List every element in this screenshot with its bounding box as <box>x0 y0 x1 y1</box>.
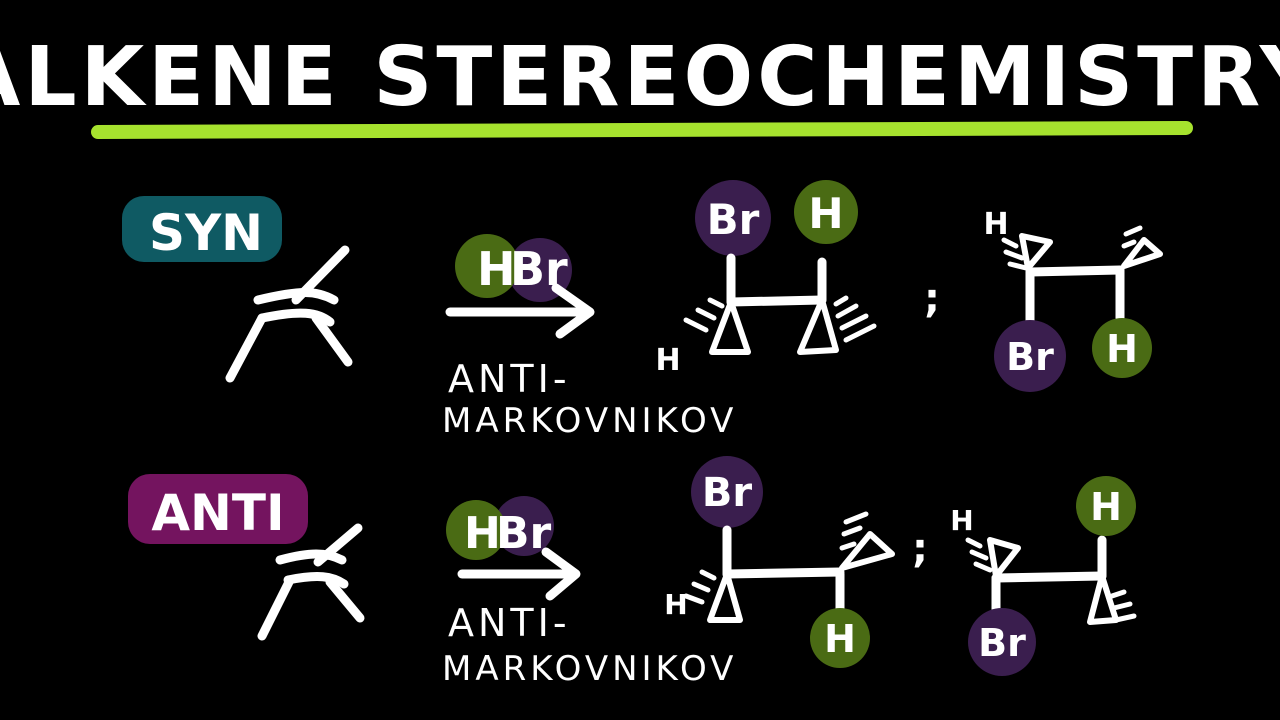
h-text: H <box>1106 327 1138 371</box>
condition-line2: MARKOVNIKOV <box>442 401 737 441</box>
syn-badge <box>122 196 282 262</box>
hash-wedge-top-right <box>1121 225 1143 249</box>
syn-label: SYN <box>149 204 263 262</box>
br-text: Br <box>1006 335 1054 379</box>
row-anti: ANTI H Br ANTI- MARKOVNIKOV Br <box>128 456 1137 689</box>
br-circle <box>695 180 771 256</box>
reagent-h-text: H <box>477 242 516 296</box>
row-syn: SYN H Br ANTI- MARKOVNIKOV Br <box>122 180 1163 441</box>
separator: ; <box>912 526 928 572</box>
product-2-anti: H H Br <box>950 476 1137 676</box>
reagent-h-text: H <box>464 508 501 559</box>
h-text: H <box>1090 485 1122 529</box>
product-1-syn: Br H H <box>655 180 877 378</box>
condition-line1: ANTI- <box>448 357 571 401</box>
reagent-h-circle <box>455 234 519 298</box>
h-text: H <box>808 189 843 238</box>
reaction-arrow-anti <box>457 547 581 601</box>
h-circle <box>1092 318 1152 378</box>
hash-wedge-left <box>683 297 725 333</box>
h-small-text: H <box>655 343 680 378</box>
reagent-hbr-anti: H Br <box>446 496 554 560</box>
h-text: H <box>824 617 856 661</box>
hash-wedge-top-left <box>1001 237 1029 271</box>
hash-wedge-right <box>839 511 869 551</box>
br-circle <box>968 608 1036 676</box>
hash-wedge-top-left <box>965 537 993 573</box>
hash-wedge-bottom-right <box>1109 589 1137 623</box>
reagent-h-circle <box>446 500 506 560</box>
product-1-anti: Br H H <box>664 456 895 668</box>
condition-line1: ANTI- <box>448 601 571 645</box>
br-circle <box>691 456 763 528</box>
h-small-text: H <box>950 504 973 537</box>
condition-line2: MARKOVNIKOV <box>442 649 737 689</box>
hash-wedge-left <box>683 569 717 605</box>
anti-label: ANTI <box>151 484 284 542</box>
product-2-syn: H Br H <box>983 207 1163 392</box>
h-small-text: H <box>664 588 687 621</box>
anti-badge <box>128 474 308 544</box>
br-text: Br <box>702 470 752 516</box>
separator: ; <box>924 276 940 322</box>
reagent-br-circle <box>494 496 554 556</box>
h-circle <box>810 608 870 668</box>
br-text: Br <box>978 621 1026 665</box>
alkene-sketch-anti <box>257 523 365 641</box>
title-underline <box>91 121 1193 139</box>
page-title: ALKENE STEREOCHEMISTRY <box>0 30 1280 125</box>
br-circle <box>994 320 1066 392</box>
h-circle <box>1076 476 1136 536</box>
hash-wedge-right <box>833 295 877 343</box>
h-circle <box>794 180 858 244</box>
alkene-sketch-syn <box>225 245 353 383</box>
h-small-text: H <box>983 207 1008 242</box>
reaction-arrow-syn <box>445 283 595 339</box>
br-text: Br <box>707 195 760 244</box>
